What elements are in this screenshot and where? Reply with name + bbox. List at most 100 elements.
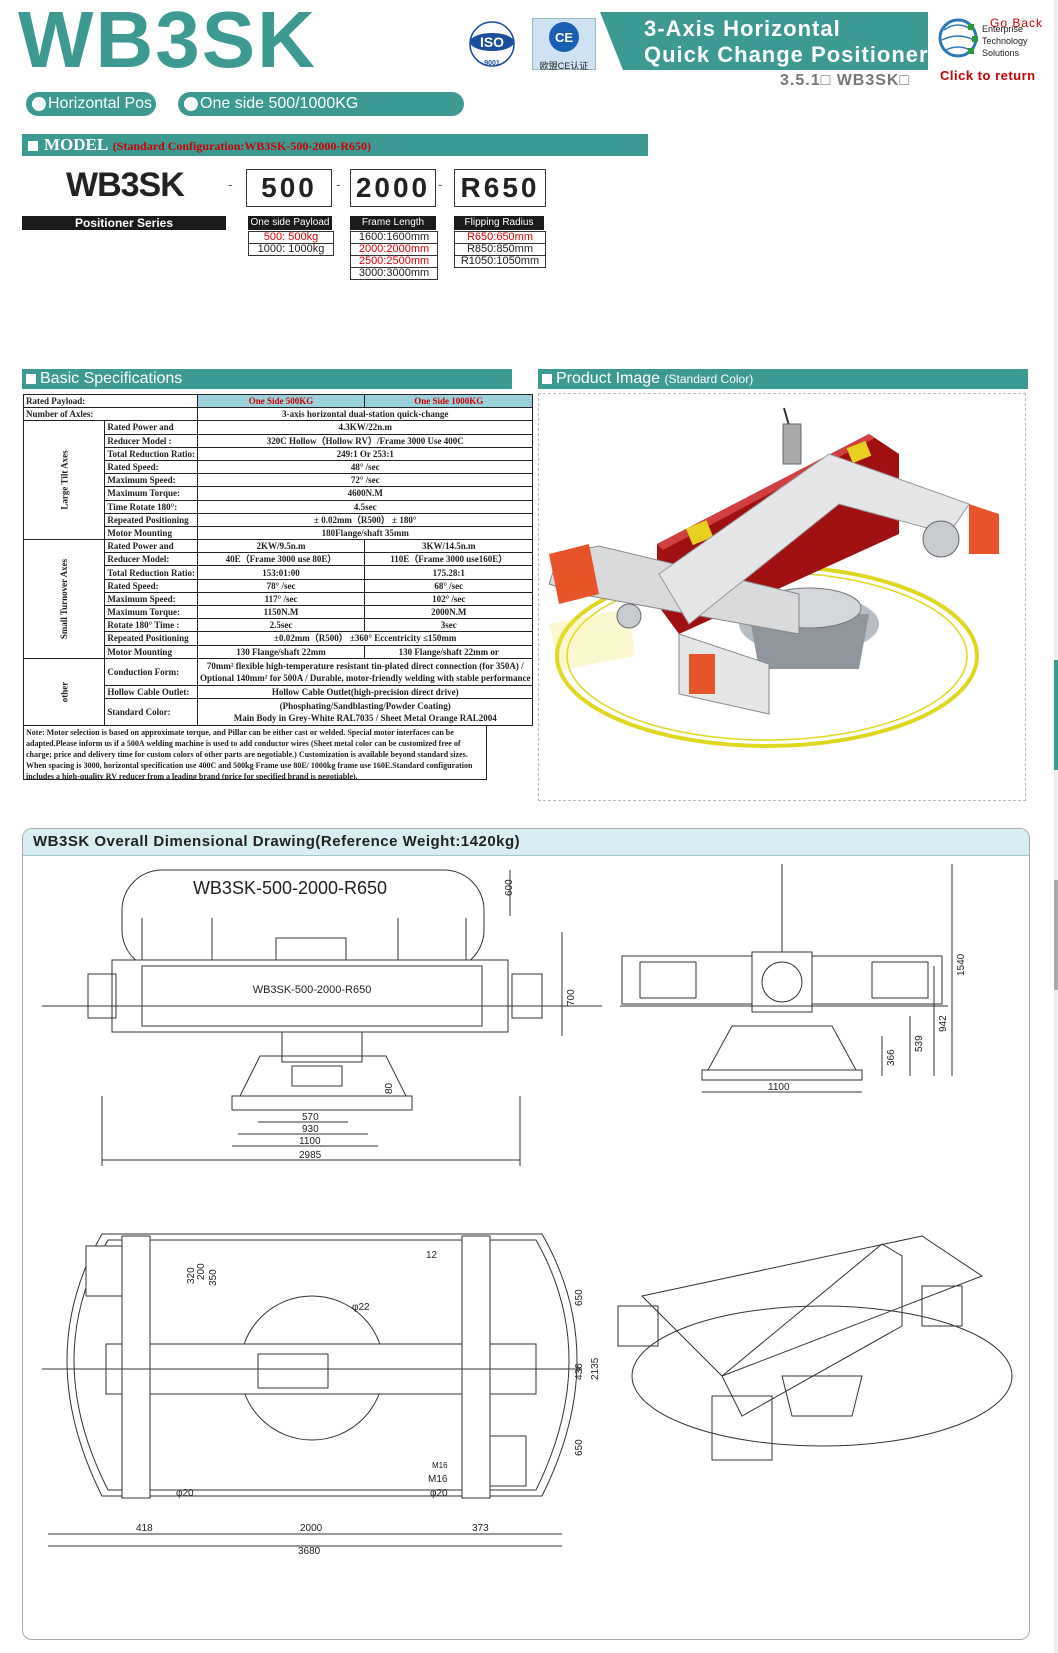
- spec-label: Maximum Speed:: [104, 473, 199, 488]
- spec-label: Standard Color:: [104, 697, 199, 726]
- dim-12: 12: [426, 1250, 438, 1261]
- positioner-product-image: [548, 407, 999, 748]
- series-code: WB3SK: [66, 166, 185, 204]
- spec-value: 110E（Frame 3000 use160E）: [364, 552, 534, 567]
- drawing-frame: WB3SK Overall Dimensional Drawing(Refere…: [22, 828, 1030, 1640]
- dim-373: 373: [472, 1523, 489, 1534]
- col-header-1000: One Side 1000KG: [364, 393, 534, 409]
- dim-3680: 3680: [298, 1546, 321, 1557]
- isometric-drawing: [617, 1235, 1013, 1461]
- front-view-drawing: WB3SK-500-2000-R650 WB3SK-500-2000-R650: [42, 869, 602, 1166]
- dim-650-upper: 650: [574, 1289, 585, 1306]
- dim-2135: 2135: [590, 1357, 601, 1380]
- front-view-inner-label: WB3SK-500-2000-R650: [253, 984, 372, 996]
- spec-value: 102° /sec: [364, 591, 534, 607]
- top-view-dims: 200 320 350 12 φ22 650 436 2135 650 M16 …: [136, 1250, 601, 1557]
- scrollbar-track[interactable]: [1054, 0, 1058, 1653]
- model-heading: MODEL: [44, 135, 109, 154]
- dash-3: -: [438, 176, 443, 192]
- iso-label: ISO: [480, 34, 504, 50]
- standard-config: (Standard Configuration:WB3SK-500-2000-R…: [112, 139, 372, 153]
- spec-value: 130 Flange/shaft 22mm: [197, 644, 366, 659]
- pill-horizontal[interactable]: Horizontal Pos: [26, 92, 156, 116]
- code-frame: 2000: [350, 169, 436, 207]
- spec-label: Number of Axles:: [22, 407, 199, 422]
- basic-spec-heading: Basic Specifications: [40, 370, 183, 387]
- dim-418: 418: [136, 1523, 153, 1534]
- spec-value: 175.28:1: [364, 565, 534, 580]
- dim-phi20-left: φ20: [176, 1488, 194, 1499]
- dim-570: 570: [302, 1112, 319, 1123]
- spec-value: ± 0.02mm（R500） ± 180°: [197, 512, 534, 527]
- dim-2985: 2985: [299, 1150, 322, 1161]
- spec-value: 2000N.M: [364, 604, 534, 620]
- spec-value: 2.5sec: [197, 618, 366, 633]
- square-icon: [26, 373, 36, 384]
- spec-label: Rated Speed:: [104, 459, 199, 475]
- spec-label: Time Rotate 180°:: [104, 499, 199, 514]
- svg-text:CE: CE: [555, 30, 573, 45]
- spec-label: Motor Mounting: [104, 525, 199, 541]
- dim-436: 436: [574, 1363, 585, 1380]
- dim-m16-small: M16: [432, 1461, 448, 1470]
- spec-label: Repeated Positioning: [104, 512, 199, 527]
- pill-payload[interactable]: One side 500/1000KG: [178, 92, 464, 116]
- dim-350: 350: [208, 1269, 219, 1286]
- dim-1100: 1100: [299, 1136, 321, 1147]
- page-title: WB3SK: [18, 0, 317, 84]
- click-to-return-link[interactable]: Click to return: [940, 68, 1036, 83]
- dim-2000: 2000: [300, 1523, 323, 1534]
- spec-value: 4.5sec: [197, 499, 534, 514]
- dash-2: -: [336, 176, 341, 192]
- banner-line-2: Quick Change Positioner: [644, 42, 928, 67]
- scrollbar-thumb[interactable]: [1054, 880, 1058, 990]
- product-image-heading: Product Image: [556, 370, 661, 387]
- dim-m16: M16: [428, 1474, 448, 1485]
- dim-366: 366: [886, 1049, 897, 1066]
- header-banner-text: 3-Axis Horizontal Quick Change Positione…: [644, 16, 928, 68]
- spec-value: 70mm² flexible high-temperature resistan…: [197, 657, 534, 686]
- group-other: other: [22, 657, 106, 726]
- payload-option: 1000: 1000kg: [248, 243, 334, 256]
- radius-label: Flipping Radius: [454, 216, 544, 230]
- product-image-frame: [538, 393, 1026, 801]
- top-view-drawing: [42, 1233, 582, 1547]
- iso-badge-icon: ISO 9001: [469, 21, 515, 67]
- logo-line-3: Solutions: [982, 48, 1020, 58]
- radius-option: R1050:1050mm: [454, 255, 546, 268]
- spec-value: 1150N.M: [197, 604, 366, 620]
- spec-value: ±0.02mm（R500） ±360° Eccentricity ≤150mm: [197, 631, 534, 646]
- dim-phi20-right: φ20: [430, 1488, 448, 1499]
- logo-line-2: Technology: [982, 36, 1028, 46]
- spec-label: Total Reduction Ratio:: [104, 446, 199, 461]
- front-view-label: WB3SK-500-2000-R650: [193, 878, 387, 898]
- spec-label: Maximum Speed:: [104, 591, 199, 607]
- group-large-tilt: Large Tilt Axes: [22, 420, 106, 541]
- dim-80: 80: [384, 1082, 395, 1094]
- spec-value: 48° /sec: [197, 459, 534, 475]
- spec-label: Reducer Model :: [104, 433, 199, 448]
- front-view-dims: 600 700 80 570 930 1100 2985: [299, 879, 577, 1161]
- spec-label: Maximum Torque:: [104, 604, 199, 620]
- spec-value: Hollow Cable Outlet(high-precision direc…: [197, 684, 534, 699]
- frame-option: 3000:3000mm: [350, 267, 438, 280]
- product-image-sub: (Standard Color): [664, 372, 754, 386]
- dash-1: -: [228, 176, 233, 192]
- spec-table-wrap: Rated Payload: One Side 500KG One Side 1…: [22, 393, 534, 780]
- spec-label: Reducer Model:: [104, 552, 199, 567]
- spec-value: 320C Hollow（Hollow RV）/Frame 3000 Use 40…: [197, 433, 534, 448]
- spec-value: 2KW/9.5n.m: [197, 539, 366, 554]
- spec-label: Rated Speed:: [104, 578, 199, 593]
- dim-600: 600: [504, 879, 515, 896]
- side-view-dims: 1540 942 539 366 1100: [768, 953, 967, 1093]
- dim-1540: 1540: [956, 953, 967, 976]
- spec-note: Note: Motor selection is based on approx…: [23, 725, 487, 780]
- dim-700: 700: [566, 989, 577, 1006]
- pill-horizontal-label: Horizontal Pos: [48, 95, 153, 112]
- logo-line-1: Enterprise: [982, 24, 1023, 34]
- company-logo-icon: Enterprise Technology Solutions: [938, 18, 1028, 58]
- go-back-link[interactable]: Go Back: [990, 16, 1044, 30]
- spec-label: Maximum Torque:: [104, 486, 199, 501]
- pill-payload-label: One side 500/1000KG: [200, 95, 359, 112]
- spec-value: 3-axis horizontal dual-station quick-cha…: [197, 407, 534, 422]
